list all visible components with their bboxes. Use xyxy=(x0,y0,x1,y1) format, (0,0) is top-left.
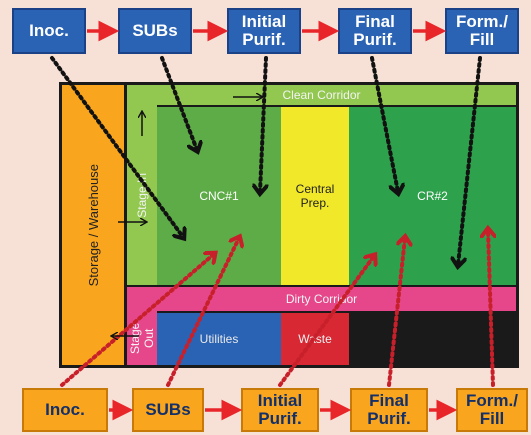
top-step-subs: SUBs xyxy=(118,8,192,54)
bottom-step-final-purif: Final Purif. xyxy=(350,388,428,432)
bottom-step-subs: SUBs xyxy=(132,388,204,432)
top-step-final-purif: Final Purif. xyxy=(338,8,412,54)
bottom-step-inoc: Inoc. xyxy=(22,388,108,432)
zone-dirty-corridor: Dirty Corridor xyxy=(127,287,516,311)
zone-waste: Waste xyxy=(281,313,349,365)
bottom-step-initial-purif: Initial Purif. xyxy=(241,388,319,432)
top-step-initial-purif: Initial Purif. xyxy=(227,8,301,54)
zone-utilities: Utilities xyxy=(157,313,281,365)
zone-stage-in: Stage In xyxy=(127,105,157,285)
bottom-step-form-fill: Form./ Fill xyxy=(456,388,528,432)
zone-cr2: CR#2 xyxy=(349,107,516,285)
zone-stage-out: Stage Out xyxy=(127,311,157,365)
zone-clean-corridor: Clean Corridor xyxy=(127,85,516,105)
zone-central-prep: Central Prep. xyxy=(281,107,349,285)
zone-cnc1: CNC#1 xyxy=(157,107,281,285)
zone-storage-warehouse: Storage / Warehouse xyxy=(62,85,124,365)
top-step-form-fill: Form./ Fill xyxy=(445,8,519,54)
top-step-inoc: Inoc. xyxy=(12,8,86,54)
